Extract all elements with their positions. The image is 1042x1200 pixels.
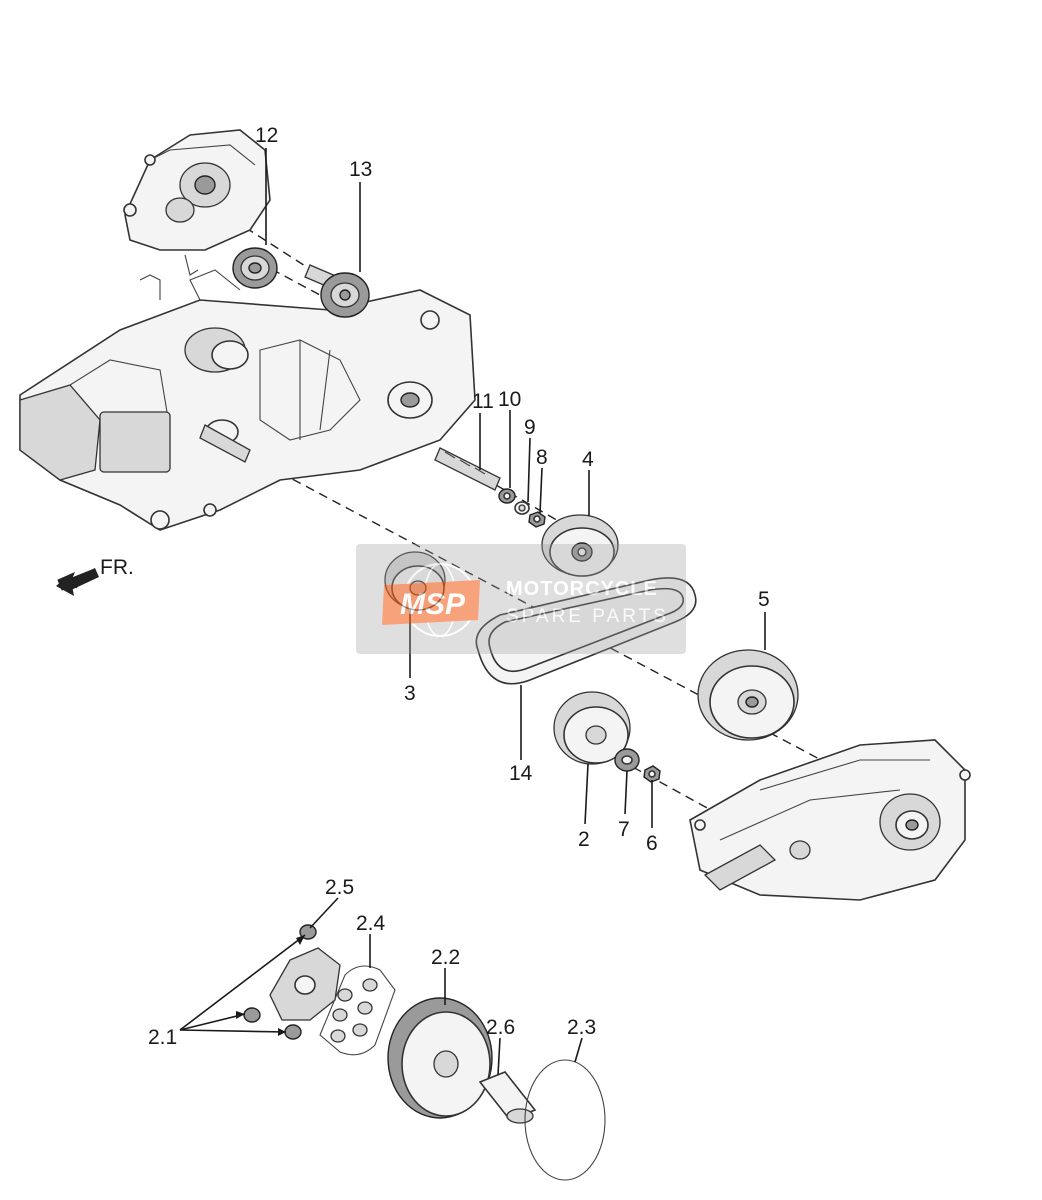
callout-2: 2 [578,828,590,851]
callout-2-4: 2.4 [356,912,386,935]
callout-13: 13 [349,158,372,181]
part-11-shaft [434,447,501,491]
callout-5: 5 [758,588,770,611]
callout-labels: 12 13 11 10 9 8 4 3 5 14 2 7 6 2.5 2.4 2… [148,124,770,1049]
watermark-line2: SPARE PARTS [506,606,669,627]
watermark: MSP MOTORCYCLE SPARE PARTS [356,544,686,654]
callout-2-5: 2.5 [325,876,354,899]
part-2-4-rollers [319,965,396,1056]
leader-lines [179,148,766,1076]
part-13-shaft-gear [304,264,370,318]
part-2-3-o-ring [524,1059,606,1181]
part-4-pulley [541,514,619,577]
gear-case-cover [123,129,271,276]
watermark-logo-badge [382,580,480,625]
part-6-nut [643,765,661,783]
watermark-logo-text: MSP [400,588,466,621]
part-8-nut [528,511,546,528]
part-2-5-ramp-plate [269,947,341,1021]
callout-11: 11 [472,390,494,413]
callout-2-1: 2.1 [148,1026,177,1049]
watermark-panel [356,544,686,654]
callout-3: 3 [404,682,416,705]
part-14-belt [475,577,697,685]
part-5-pulley [697,649,799,741]
callout-7: 7 [618,818,630,841]
transmission-cover [689,739,971,901]
callout-8: 8 [536,446,548,469]
part-10-washer [498,488,516,504]
watermark-line1: MOTORCYCLE [506,578,658,600]
part-12-gear [232,247,278,289]
direction-arrow-icon [56,568,99,596]
callout-9: 9 [524,416,536,439]
callout-4: 4 [582,448,594,471]
part-2-6-bushing [478,1071,537,1124]
callout-6: 6 [646,832,658,855]
engine-block [19,269,476,531]
callout-2-6: 2.6 [486,1016,515,1039]
part-7-gear [614,748,640,772]
callout-14: 14 [509,762,533,785]
part-2-pulley [553,691,631,765]
direction-label: FR. [100,556,134,579]
part-2-2-drive-face [387,997,493,1119]
part-9-washer [514,501,530,515]
callout-10: 10 [498,388,521,411]
callout-2-2: 2.2 [431,946,460,969]
callout-2-3: 2.3 [567,1016,596,1039]
callout-12: 12 [255,124,278,147]
